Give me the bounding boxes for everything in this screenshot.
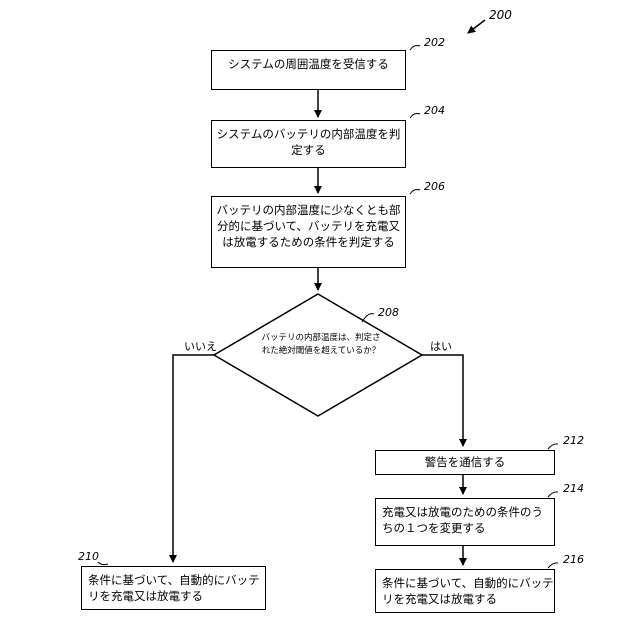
step-212-box: 警告を通信する [375, 450, 555, 475]
step-216-text-line1: 条件に基づいて、自動的にバッテ [382, 575, 554, 591]
branch-no-label: いいえ [184, 338, 217, 354]
step-202-box: システムの周囲温度を受信する [211, 50, 406, 90]
leader-214 [548, 492, 558, 497]
step-204-text-line2: 定する [212, 142, 405, 158]
decision-208-line2: れた絶対閾値を超えているか？ [250, 345, 392, 358]
step-204-text-line1: システムのバッテリの内部温度を判 [212, 126, 405, 142]
step-210-text-line1: 条件に基づいて、自動的にバッテ [88, 572, 265, 588]
figure-ref-label: 200 [489, 8, 512, 22]
arrow-no-branch [173, 355, 214, 562]
figure-ref-arrow [468, 20, 485, 33]
step-210-box: 条件に基づいて、自動的にバッテ リを充電又は放電する [81, 566, 266, 610]
step-216-box: 条件に基づいて、自動的にバッテ リを充電又は放電する [375, 569, 555, 613]
step-206-ref: 206 [424, 180, 445, 193]
step-214-box: 充電又は放電のための条件のう ちの１つを変更する [375, 498, 555, 546]
leader-202 [410, 46, 420, 51]
step-210-text-line2: リを充電又は放電する [88, 588, 265, 604]
step-212-text: 警告を通信する [376, 454, 554, 470]
step-214-text-line1: 充電又は放電のための条件のう [382, 504, 554, 520]
step-212-ref: 212 [563, 434, 584, 447]
step-202-text: システムの周囲温度を受信する [212, 56, 405, 72]
arrow-yes-branch [422, 355, 463, 446]
leader-216 [548, 563, 558, 568]
step-214-text-line2: ちの１つを変更する [382, 520, 554, 536]
leader-212 [548, 444, 558, 449]
step-214-ref: 214 [563, 482, 584, 495]
branch-yes-label: はい [430, 338, 452, 354]
step-204-box: システムのバッテリの内部温度を判 定する [211, 120, 406, 168]
step-202-ref: 202 [424, 36, 445, 49]
leader-206 [410, 190, 420, 195]
step-216-ref: 216 [563, 553, 584, 566]
leader-204 [410, 114, 420, 119]
decision-208-line1: バッテリの内部温度は、判定さ [250, 332, 392, 345]
step-216-text-line2: リを充電又は放電する [382, 591, 554, 607]
decision-208-text: バッテリの内部温度は、判定さ れた絶対閾値を超えているか？ [250, 332, 392, 358]
step-206-box: バッテリの内部温度に少なくとも部 分的に基づいて、バッテリを充電又 は放電するた… [211, 196, 406, 268]
step-204-ref: 204 [424, 104, 445, 117]
step-210-ref: 210 [78, 550, 99, 563]
decision-208-ref: 208 [378, 306, 399, 319]
step-206-text-line1: バッテリの内部温度に少なくとも部 [212, 202, 405, 218]
leader-210 [98, 562, 108, 565]
step-206-text-line2: 分的に基づいて、バッテリを充電又 [212, 218, 405, 234]
step-206-text-line3: は放電するための条件を判定する [212, 234, 405, 250]
